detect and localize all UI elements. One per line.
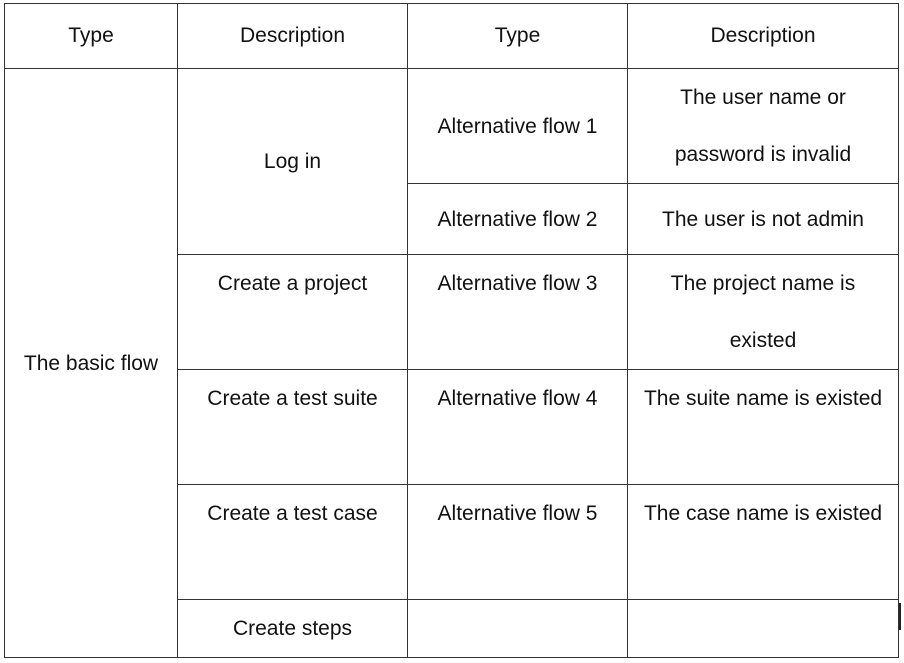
basic-flow-type-cell: The basic flow (4, 68, 178, 658)
basic-flow-step: Create steps (177, 599, 408, 658)
header-type-1: Type (4, 3, 178, 69)
basic-flow-step: Log in (177, 68, 408, 255)
table-row: Create steps (5, 599, 899, 658)
empty-cell (627, 599, 899, 658)
alt-flow-description: The user name or password is invalid (627, 68, 899, 184)
table-row: Create a project Alternative flow 3 The … (5, 254, 899, 370)
alt-flow-type: Alternative flow 1 (407, 68, 628, 184)
table-row: Alternative flow 2 The user is not admin (5, 183, 899, 255)
alt-flow-type: Alternative flow 3 (407, 254, 628, 370)
basic-flow-step: Create a test case (177, 484, 408, 600)
alt-flow-description: The project name is existed (627, 254, 899, 370)
alt-flow-type: Alternative flow 2 (407, 183, 628, 255)
header-type-2: Type (407, 3, 628, 69)
table-row: Create a test case Alternative flow 5 Th… (5, 484, 899, 600)
header-row: Type Description Type Description (4, 3, 899, 69)
text-cursor-mark (899, 603, 901, 630)
empty-cell (407, 599, 628, 658)
alt-flow-type: Alternative flow 4 (407, 369, 628, 485)
header-description-2: Description (627, 3, 899, 69)
basic-flow-step: Create a test suite (177, 369, 408, 485)
flows-table: Type Description Type Description The ba… (4, 3, 899, 658)
alt-flow-description: The suite name is existed (627, 369, 899, 485)
basic-flow-step: Create a project (177, 254, 408, 370)
header-description-1: Description (177, 3, 408, 69)
alt-flow-description: The user is not admin (627, 183, 899, 255)
alt-flow-description: The case name is existed (627, 484, 899, 600)
alt-flow-type: Alternative flow 5 (407, 484, 628, 600)
table-row: Create a test suite Alternative flow 4 T… (5, 369, 899, 485)
table-row: The basic flow Log in Alternative flow 1… (4, 68, 899, 658)
